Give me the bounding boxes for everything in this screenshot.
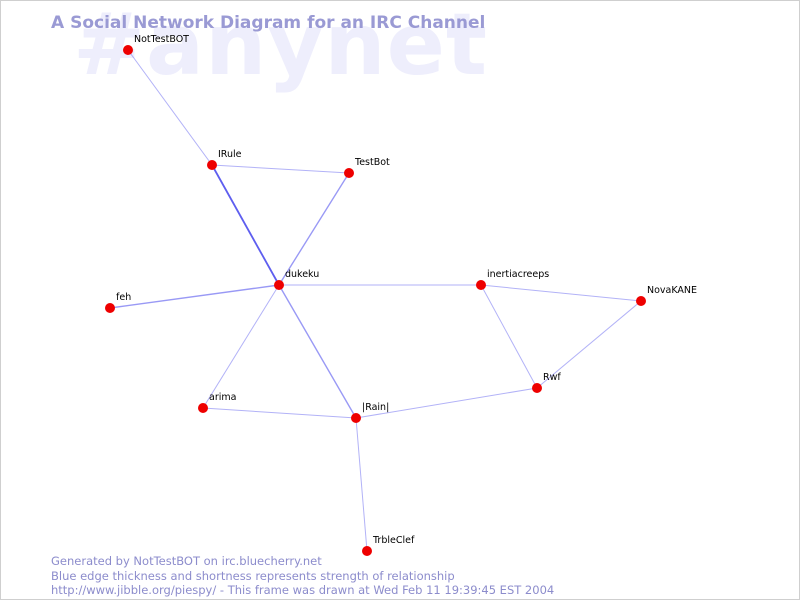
node-dot xyxy=(123,45,133,55)
footer-credit: http://www.jibble.org/piespy/ - This fra… xyxy=(51,583,555,597)
edge-inertiacreeps-rwf xyxy=(480,284,538,389)
node-label: TrbleClef xyxy=(372,535,415,546)
node-testbot: TestBot xyxy=(344,157,390,178)
node-dot xyxy=(344,168,354,178)
node-label: arima xyxy=(209,392,236,403)
node-trbleclef: TrbleClef xyxy=(362,535,415,556)
footer: Generated by NotTestBOT on irc.bluecherr… xyxy=(51,554,554,598)
edge-rain-rwf xyxy=(355,387,538,419)
edge-arima-rain xyxy=(202,407,357,419)
edge-rain-trbleclef xyxy=(355,417,368,552)
node-dot xyxy=(198,403,208,413)
node-label: inertiacreeps xyxy=(487,269,549,280)
footer-legend: Blue edge thickness and shortness repres… xyxy=(51,568,455,583)
node-rain: |Rain| xyxy=(351,402,389,423)
node-irule: IRule xyxy=(207,149,242,170)
edge-dukeku-feh xyxy=(109,284,280,309)
node-dot xyxy=(532,383,542,393)
node-dot xyxy=(274,280,284,290)
edge-dukeku-rain xyxy=(278,284,357,419)
node-label: NovaKANE xyxy=(647,285,697,296)
node-feh: feh xyxy=(105,292,131,313)
edge-novakane-rwf xyxy=(536,300,642,389)
node-dot xyxy=(351,413,361,423)
node-label: dukeku xyxy=(285,269,319,280)
node-rwf: Rwf xyxy=(532,372,561,393)
node-label: NotTestBOT xyxy=(134,34,189,45)
node-arima: arima xyxy=(198,392,236,413)
edge-irule-testbot xyxy=(211,164,350,174)
edge-dukeku-arima xyxy=(202,284,280,409)
node-dot xyxy=(207,160,217,170)
channel-watermark: #anynet xyxy=(73,0,489,95)
edge-irule-dukeku xyxy=(211,164,280,286)
node-label: TestBot xyxy=(354,157,390,168)
edge-testbot-dukeku xyxy=(278,172,350,286)
node-inertiacreeps: inertiacreeps xyxy=(476,269,549,290)
node-dukeku: dukeku xyxy=(274,269,319,290)
node-label: Rwf xyxy=(543,372,561,383)
node-dot xyxy=(476,280,486,290)
edge-layer xyxy=(109,49,642,552)
node-label: IRule xyxy=(218,149,242,160)
node-label: feh xyxy=(116,292,131,303)
node-nottestbot: NotTestBOT xyxy=(123,34,189,55)
node-dot xyxy=(362,546,372,556)
node-dot xyxy=(636,296,646,306)
edge-inertiacreeps-novakane xyxy=(480,284,642,302)
diagram-title: A Social Network Diagram for an IRC Chan… xyxy=(51,13,486,33)
node-dot xyxy=(105,303,115,313)
node-label: |Rain| xyxy=(362,402,389,413)
edge-nottestbot-irule xyxy=(127,49,213,166)
footer-generated-by: Generated by NotTestBOT on irc.bluecherr… xyxy=(51,554,322,568)
node-novakane: NovaKANE xyxy=(636,285,697,306)
